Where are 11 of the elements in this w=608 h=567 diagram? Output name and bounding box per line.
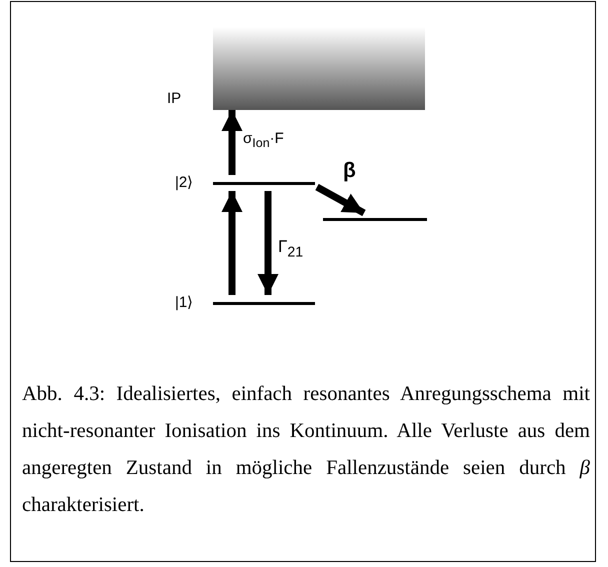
figure-caption: Abb. 4.3: Idealisiertes, einfach resonantes Anregungsschema mit nicht-resonanter Ionisation ins Kontinuum. Alle Verluste aus dem angeregten Zustand in mögliche Fallenzustände seien durch β charakterisiert. xyxy=(22,382,590,518)
ionization-potential-label: IP xyxy=(167,90,182,108)
transition-arrow xyxy=(222,110,242,175)
edge-label: β xyxy=(343,162,356,180)
state-label: |1⟩ xyxy=(175,295,194,311)
transition-arrow xyxy=(258,191,278,295)
transition-arrow xyxy=(222,191,242,295)
continuum-band xyxy=(213,27,425,110)
edge-label: Γ$_{21}$ xyxy=(278,238,304,262)
edge-label: σ$_{Ion}$·F xyxy=(243,130,284,152)
state-label: |2⟩ xyxy=(175,175,194,191)
